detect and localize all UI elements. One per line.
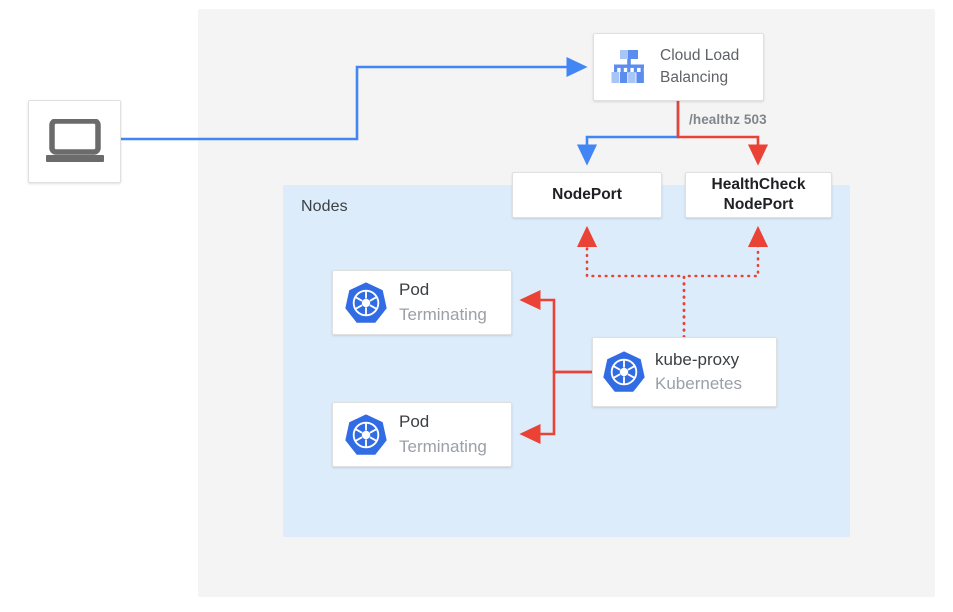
pod-node-2[interactable]: Pod Terminating	[332, 402, 512, 467]
nodeport-label: NodePort	[552, 185, 622, 203]
nodeport-node[interactable]: NodePort	[512, 172, 662, 218]
kube-proxy-title: kube-proxy	[655, 349, 740, 369]
nodes-region-label: Nodes	[301, 198, 348, 215]
cloud-load-balancing-title: Cloud Load	[660, 47, 740, 64]
kubernetes-icon	[333, 281, 399, 325]
pod-status: Terminating	[399, 436, 487, 456]
pod-title: Pod	[399, 280, 430, 300]
pod-node-1[interactable]: Pod Terminating	[332, 270, 512, 335]
cloud-load-balancing-node[interactable]: Cloud Load Balancing	[593, 33, 764, 101]
kube-proxy-subtitle: Kubernetes	[655, 374, 742, 393]
cloud-load-balancing-icon	[598, 49, 660, 85]
client-node[interactable]	[28, 100, 121, 183]
kube-proxy-node[interactable]: kube-proxy Kubernetes	[592, 337, 777, 407]
kubernetes-icon	[593, 350, 655, 394]
healthcheck-nodeport-label: HealthCheck NodePort	[711, 175, 806, 213]
kubernetes-icon	[333, 413, 399, 457]
healthcheck-nodeport-node[interactable]: HealthCheck NodePort	[685, 172, 832, 218]
pod-title: Pod	[399, 412, 430, 432]
laptop-icon	[29, 118, 120, 165]
pod-status: Terminating	[399, 304, 487, 324]
healthz-edge-label: /healthz 503	[689, 112, 767, 127]
cloud-load-balancing-subtitle: Balancing	[660, 69, 729, 86]
